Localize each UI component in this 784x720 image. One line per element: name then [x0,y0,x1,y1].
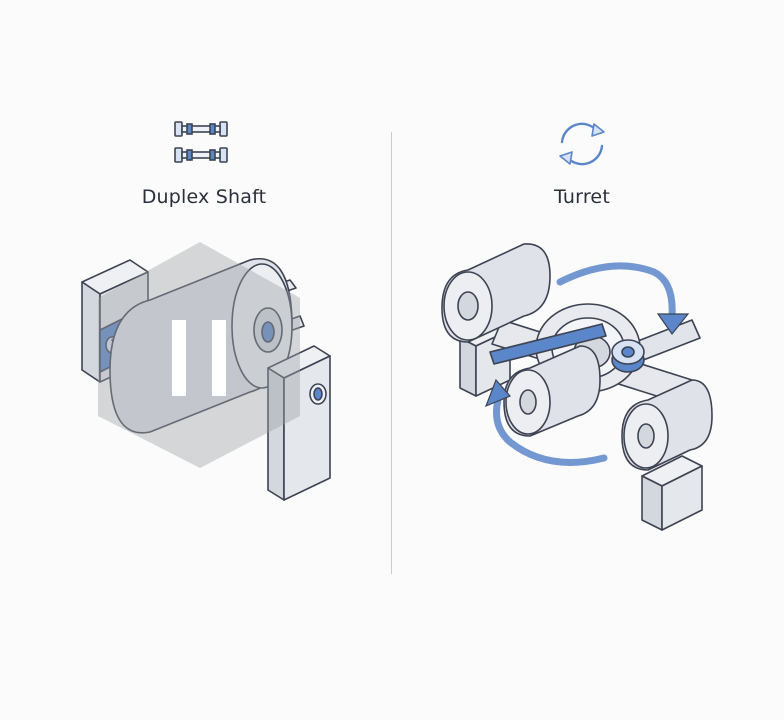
panel-divider [391,132,392,574]
rotation-arrow-top [556,262,676,320]
right-roller [621,379,713,471]
turret-title: Turret [554,186,610,208]
turret-panel: Turret [392,0,784,720]
duplex-shaft-panel: Duplex Shaft [81,121,331,501]
hexagon-overlay [98,242,300,468]
blue-bushing [611,339,645,373]
top-left-roller [441,243,551,343]
pause-icon [172,320,226,396]
drive-shaft [489,323,607,365]
rotation-arrowhead-top [656,313,690,336]
rotation-arrowhead-bottom [484,378,512,408]
turret-illustration [441,243,713,531]
right-base-block [641,455,703,531]
twin-shaft-icon [174,121,228,163]
roller-drum [109,258,293,434]
right-support-bracket [267,345,331,501]
rotate-arrows-icon [559,122,605,166]
duplex-shaft-title: Duplex Shaft [141,186,267,208]
bottom-left-roller [503,345,601,437]
duplex-shaft-illustration [81,242,331,501]
rotation-arrow-bottom [493,396,608,466]
